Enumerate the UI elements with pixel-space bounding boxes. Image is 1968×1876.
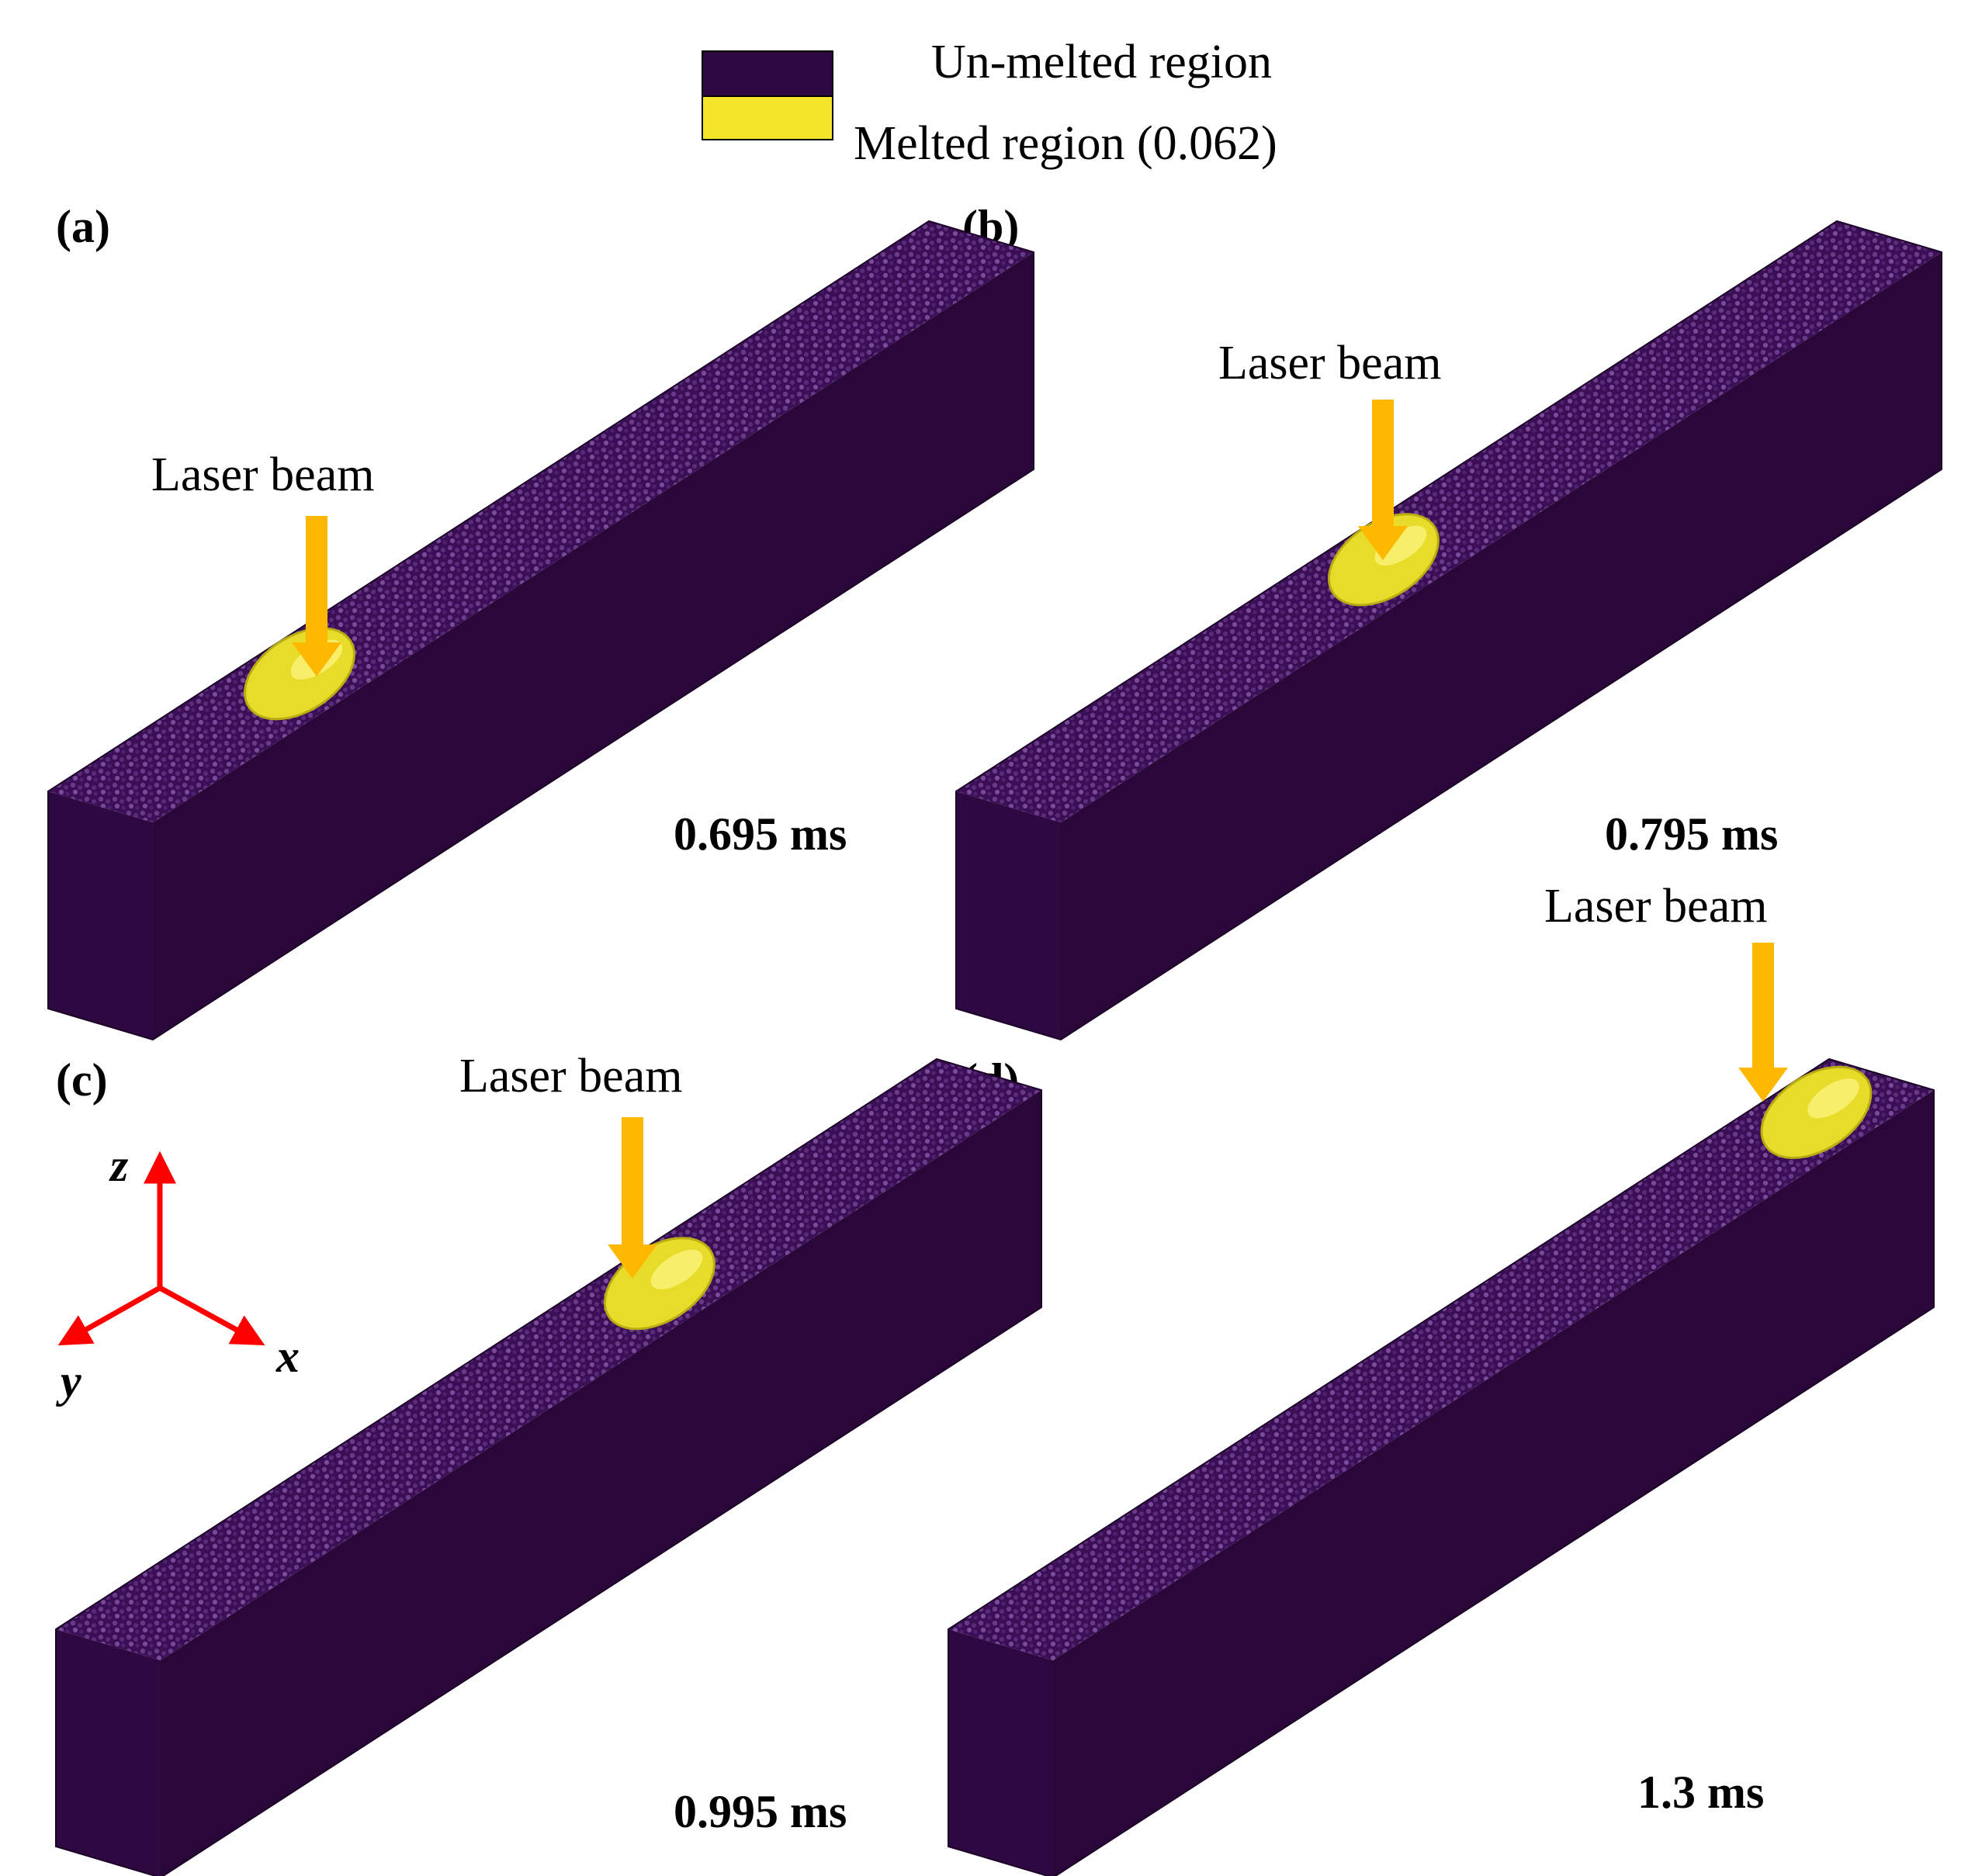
panel-label-c: (c) [56, 1054, 108, 1106]
legend-swatch-melted [702, 95, 833, 140]
powder-bed-c [56, 1059, 1041, 1660]
laser-beam-head-b [1358, 526, 1408, 560]
track-side-face-a [153, 252, 1034, 1040]
laser-beam-shaft-c [622, 1117, 643, 1246]
laser-beam-head-c [608, 1244, 657, 1279]
axis-x-arrow [158, 1285, 265, 1346]
axis-x-label: x [275, 1331, 300, 1382]
panels-layer [47, 220, 1942, 1876]
melt-pool-d [1760, 1065, 1873, 1159]
laser-beam-shaft-d [1752, 943, 1774, 1069]
track-end-face-d [948, 1629, 1053, 1876]
laser-beam-head-a [292, 642, 341, 677]
time-label-d: 1.3 ms [1637, 1767, 1764, 1818]
legend-label-melted: Melted region (0.062) [854, 117, 1277, 170]
time-label-a: 0.695 ms [674, 808, 847, 860]
laser-beam-arrow-a [292, 516, 341, 677]
legend-label-unmelted: Un-melted region [931, 36, 1272, 88]
legend: Un-melted region Melted region (0.062) [702, 36, 1277, 170]
panel-label-a: (a) [56, 201, 110, 252]
track-side-face-d [1053, 1090, 1934, 1876]
track-outline-d [948, 1057, 1935, 1876]
beam-label-c: Laser beam [459, 1050, 682, 1102]
track-end-face-a [48, 791, 153, 1040]
legend-swatch-unmelted [702, 50, 833, 97]
track-side-face-b [1061, 252, 1942, 1040]
melt-pool-highlight-b [1374, 525, 1427, 566]
track-outline-c [55, 1057, 1042, 1876]
time-label-c: 0.995 ms [674, 1786, 847, 1837]
axis-z-label: z [109, 1140, 129, 1191]
laser-beam-shaft-b [1372, 400, 1394, 528]
laser-beam-arrow-d [1738, 943, 1788, 1102]
powder-bed-b [956, 221, 1942, 822]
track-outline-b [955, 220, 1942, 1041]
melt-pool-highlight-d [1807, 1078, 1859, 1119]
track-panel-b [955, 220, 1942, 1041]
powder-bed-d [948, 1059, 1934, 1660]
axis-y-label: y [56, 1355, 81, 1407]
track-side-face-c [161, 1090, 1041, 1876]
melt-pool-highlight-c [650, 1249, 703, 1289]
laser-beam-head-d [1738, 1068, 1788, 1102]
laser-beam-arrow-b [1358, 400, 1408, 560]
laser-beam-shaft-a [306, 516, 327, 644]
track-end-face-b [956, 791, 1061, 1040]
beam-label-b: Laser beam [1218, 337, 1441, 389]
axis-triad: z y x [56, 1140, 300, 1407]
beam-label-a: Laser beam [151, 448, 374, 501]
axis-y-arrow [57, 1285, 161, 1346]
time-label-b: 0.795 ms [1605, 808, 1778, 860]
track-outline-a [47, 220, 1034, 1041]
track-panel-a [47, 220, 1034, 1041]
track-panel-c [55, 1057, 1042, 1876]
melt-pool-b [1328, 513, 1440, 607]
track-end-face-c [56, 1629, 161, 1876]
track-panel-d [948, 943, 1935, 1876]
laser-beam-arrow-c [608, 1117, 657, 1279]
beam-label-d: Laser beam [1544, 880, 1767, 933]
